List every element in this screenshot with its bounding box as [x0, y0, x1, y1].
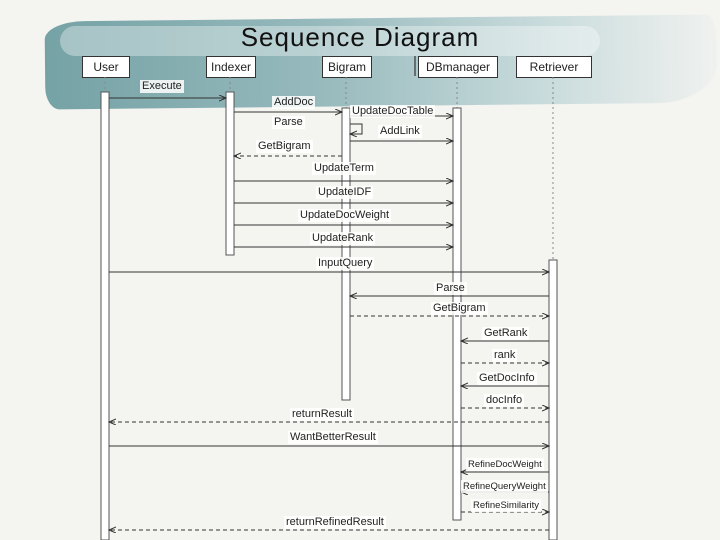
- msg-label-updatedocweight: UpdateDocWeight: [298, 209, 392, 222]
- msg-label-returnrefinedresult: returnRefinedResult: [284, 516, 386, 529]
- msg-label-updateidf: UpdateIDF: [316, 186, 374, 199]
- actor-bigram: Bigram: [322, 56, 372, 78]
- actor-indexer: Indexer: [206, 56, 256, 78]
- actor-user: User: [82, 56, 130, 78]
- actor-retriever: Retriever: [516, 56, 592, 78]
- msg-label-updaterank: UpdateRank: [310, 232, 376, 245]
- msg-label-updatedoctable: UpdateDocTable: [350, 105, 436, 118]
- msg-label-docinfo: docInfo: [484, 394, 525, 407]
- msg-label-rank: rank: [492, 349, 518, 362]
- msg-label-getbigram: GetBigram: [256, 140, 313, 153]
- msg-label-addlink: AddLink: [378, 125, 422, 138]
- activation-bigram: [341, 107, 351, 401]
- activation-retriever: [548, 259, 558, 540]
- msg-label-getbigram-return: GetBigram: [431, 302, 488, 315]
- msg-label-returnresult: returnResult: [290, 408, 354, 421]
- msg-label-refinequeryweight: RefineQueryWeight: [461, 480, 548, 493]
- msg-label-execute: Execute: [140, 80, 184, 93]
- msg-label-parse-self: Parse: [272, 116, 305, 129]
- msg-label-inputquery: InputQuery: [316, 257, 375, 270]
- msg-label-adddoc: AddDoc: [272, 96, 316, 109]
- msg-label-updateterm: UpdateTerm: [312, 162, 376, 175]
- msg-label-wantbetterresult: WantBetterResult: [288, 431, 378, 444]
- actor-dbmanager: DBmanager: [418, 56, 498, 78]
- slide-title: Sequence Diagram: [240, 22, 480, 52]
- msg-label-parse: Parse: [434, 282, 467, 295]
- title-brush-highlight: [60, 26, 600, 56]
- activation-indexer: [225, 91, 235, 256]
- msg-label-refinesimilarity: RefineSimilarity: [471, 499, 541, 512]
- activation-user: [100, 91, 110, 540]
- msg-label-getdocinfo: GetDocInfo: [477, 372, 537, 385]
- msg-parse-self: [350, 123, 363, 134]
- msg-label-refinedocweight: RefineDocWeight: [466, 458, 544, 471]
- msg-label-getrank: GetRank: [482, 327, 530, 340]
